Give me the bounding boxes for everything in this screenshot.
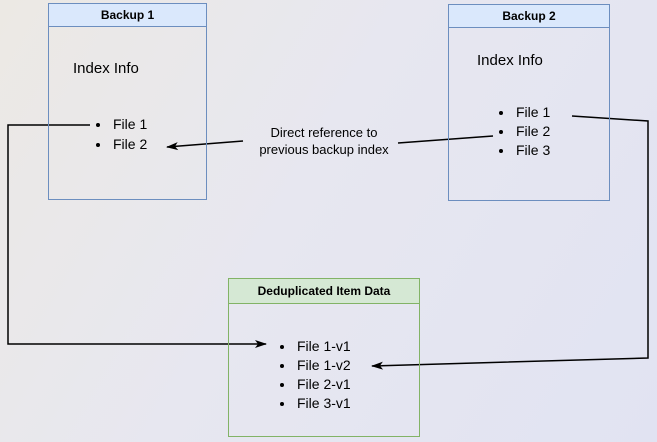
dedup-title: Deduplicated Item Data [229, 279, 419, 304]
list-item: File 2 [514, 122, 609, 141]
backup2-container: Backup 2 Index Info File 1 File 2 File 3 [448, 4, 610, 201]
list-item: File 2-v1 [295, 375, 419, 394]
backup1-container: Backup 1 Index Info File 1 File 2 [48, 3, 207, 200]
list-item: File 1 [111, 114, 206, 134]
list-item: File 1-v1 [295, 337, 419, 356]
backup2-body: Index Info File 1 File 2 File 3 [449, 52, 609, 160]
list-item: File 3 [514, 141, 609, 160]
annotation-line-2: previous backup index [259, 142, 389, 157]
dedup-body: File 1-v1 File 1-v2 File 2-v1 File 3-v1 [229, 337, 419, 413]
list-item: File 1 [514, 103, 609, 122]
dedup-file-list: File 1-v1 File 1-v2 File 2-v1 File 3-v1 [229, 337, 419, 413]
arrow-annotation-label: Direct reference to previous backup inde… [235, 124, 413, 158]
list-item: File 3-v1 [295, 394, 419, 413]
backup1-body: Index Info File 1 File 2 [49, 60, 206, 154]
backup1-file-list: File 1 File 2 [49, 114, 206, 154]
dedup-container: Deduplicated Item Data File 1-v1 File 1-… [228, 278, 420, 437]
list-item: File 1-v2 [295, 356, 419, 375]
annotation-line-1: Direct reference to [270, 125, 378, 140]
backup2-file-list: File 1 File 2 File 3 [449, 103, 609, 160]
backup1-title: Backup 1 [49, 4, 206, 27]
backup2-subtitle: Index Info [477, 52, 543, 69]
backup2-title: Backup 2 [449, 5, 609, 28]
list-item: File 2 [111, 134, 206, 154]
backup1-subtitle: Index Info [73, 60, 139, 77]
